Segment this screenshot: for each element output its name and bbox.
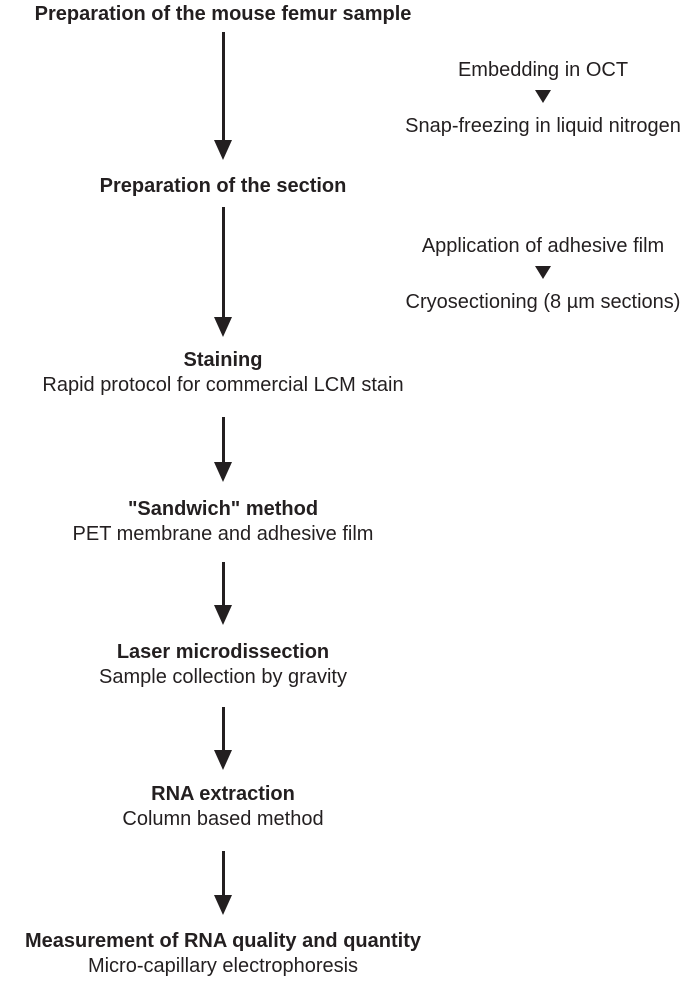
- triangle-down-icon: [535, 266, 551, 279]
- down-arrow-icon: [214, 707, 232, 770]
- side-note-top-label: Application of adhesive film: [421, 235, 665, 257]
- step-subtitle-text: PET membrane and adhesive film: [72, 523, 374, 545]
- arrow-shaft: [221, 707, 225, 752]
- step-title-text: RNA extraction: [151, 783, 295, 805]
- arrow-head: [214, 317, 232, 337]
- arrow-shaft: [221, 417, 225, 464]
- step-subtitle-text: Sample collection by gravity: [99, 666, 347, 688]
- down-arrow-icon: [214, 207, 232, 337]
- arrow-shaft: [221, 851, 225, 897]
- side-note-top-label: Embedding in OCT: [457, 59, 629, 81]
- down-arrow-icon: [214, 417, 232, 482]
- side-note-embedding: Embedding in OCT Snap-freezing in liquid…: [383, 58, 700, 138]
- step-title-text: "Sandwich" method: [127, 498, 319, 520]
- step-sandwich-method: "Sandwich" method PET membrane and adhes…: [0, 497, 453, 547]
- arrow-head: [214, 462, 232, 482]
- step-subtitle-text: Column based method: [122, 808, 324, 830]
- step-title-text: Preparation of the section: [99, 175, 347, 197]
- step-staining: Staining Rapid protocol for commercial L…: [0, 348, 453, 398]
- step-rna-measurement: Measurement of RNA quality and quantity …: [0, 929, 453, 979]
- step-subtitle-text: Rapid protocol for commercial LCM stain: [42, 374, 404, 396]
- step-title-text: Measurement of RNA quality and quantity: [25, 930, 421, 952]
- arrow-head: [214, 605, 232, 625]
- triangle-down-icon: [535, 90, 551, 103]
- down-arrow-icon: [214, 851, 232, 915]
- step-laser-microdissection: Laser microdissection Sample collection …: [0, 640, 453, 690]
- down-arrow-icon: [214, 32, 232, 160]
- step-title-text: Laser microdissection: [116, 641, 330, 663]
- arrow-shaft: [221, 32, 225, 142]
- step-title-section-preparation: Preparation of the section: [0, 174, 453, 199]
- step-title-text: Staining: [183, 349, 263, 371]
- step-rna-extraction: RNA extraction Column based method: [0, 782, 453, 832]
- step-subtitle-text: Micro-capillary electrophoresis: [87, 955, 359, 977]
- arrow-head: [214, 140, 232, 160]
- step-title-text: Preparation of the mouse femur sample: [34, 3, 412, 25]
- side-note-bottom-label: Snap-freezing in liquid nitrogen: [405, 115, 681, 137]
- arrow-shaft: [221, 207, 225, 319]
- arrow-head: [214, 750, 232, 770]
- arrow-shaft: [221, 562, 225, 607]
- side-note-cryosectioning: Application of adhesive film Cryosection…: [383, 234, 700, 314]
- down-arrow-icon: [214, 562, 232, 625]
- step-title-mouse-femur-sample-preparation: Preparation of the mouse femur sample: [0, 2, 453, 27]
- side-note-bottom-label: Cryosectioning (8 µm sections): [405, 291, 681, 313]
- arrow-head: [214, 895, 232, 915]
